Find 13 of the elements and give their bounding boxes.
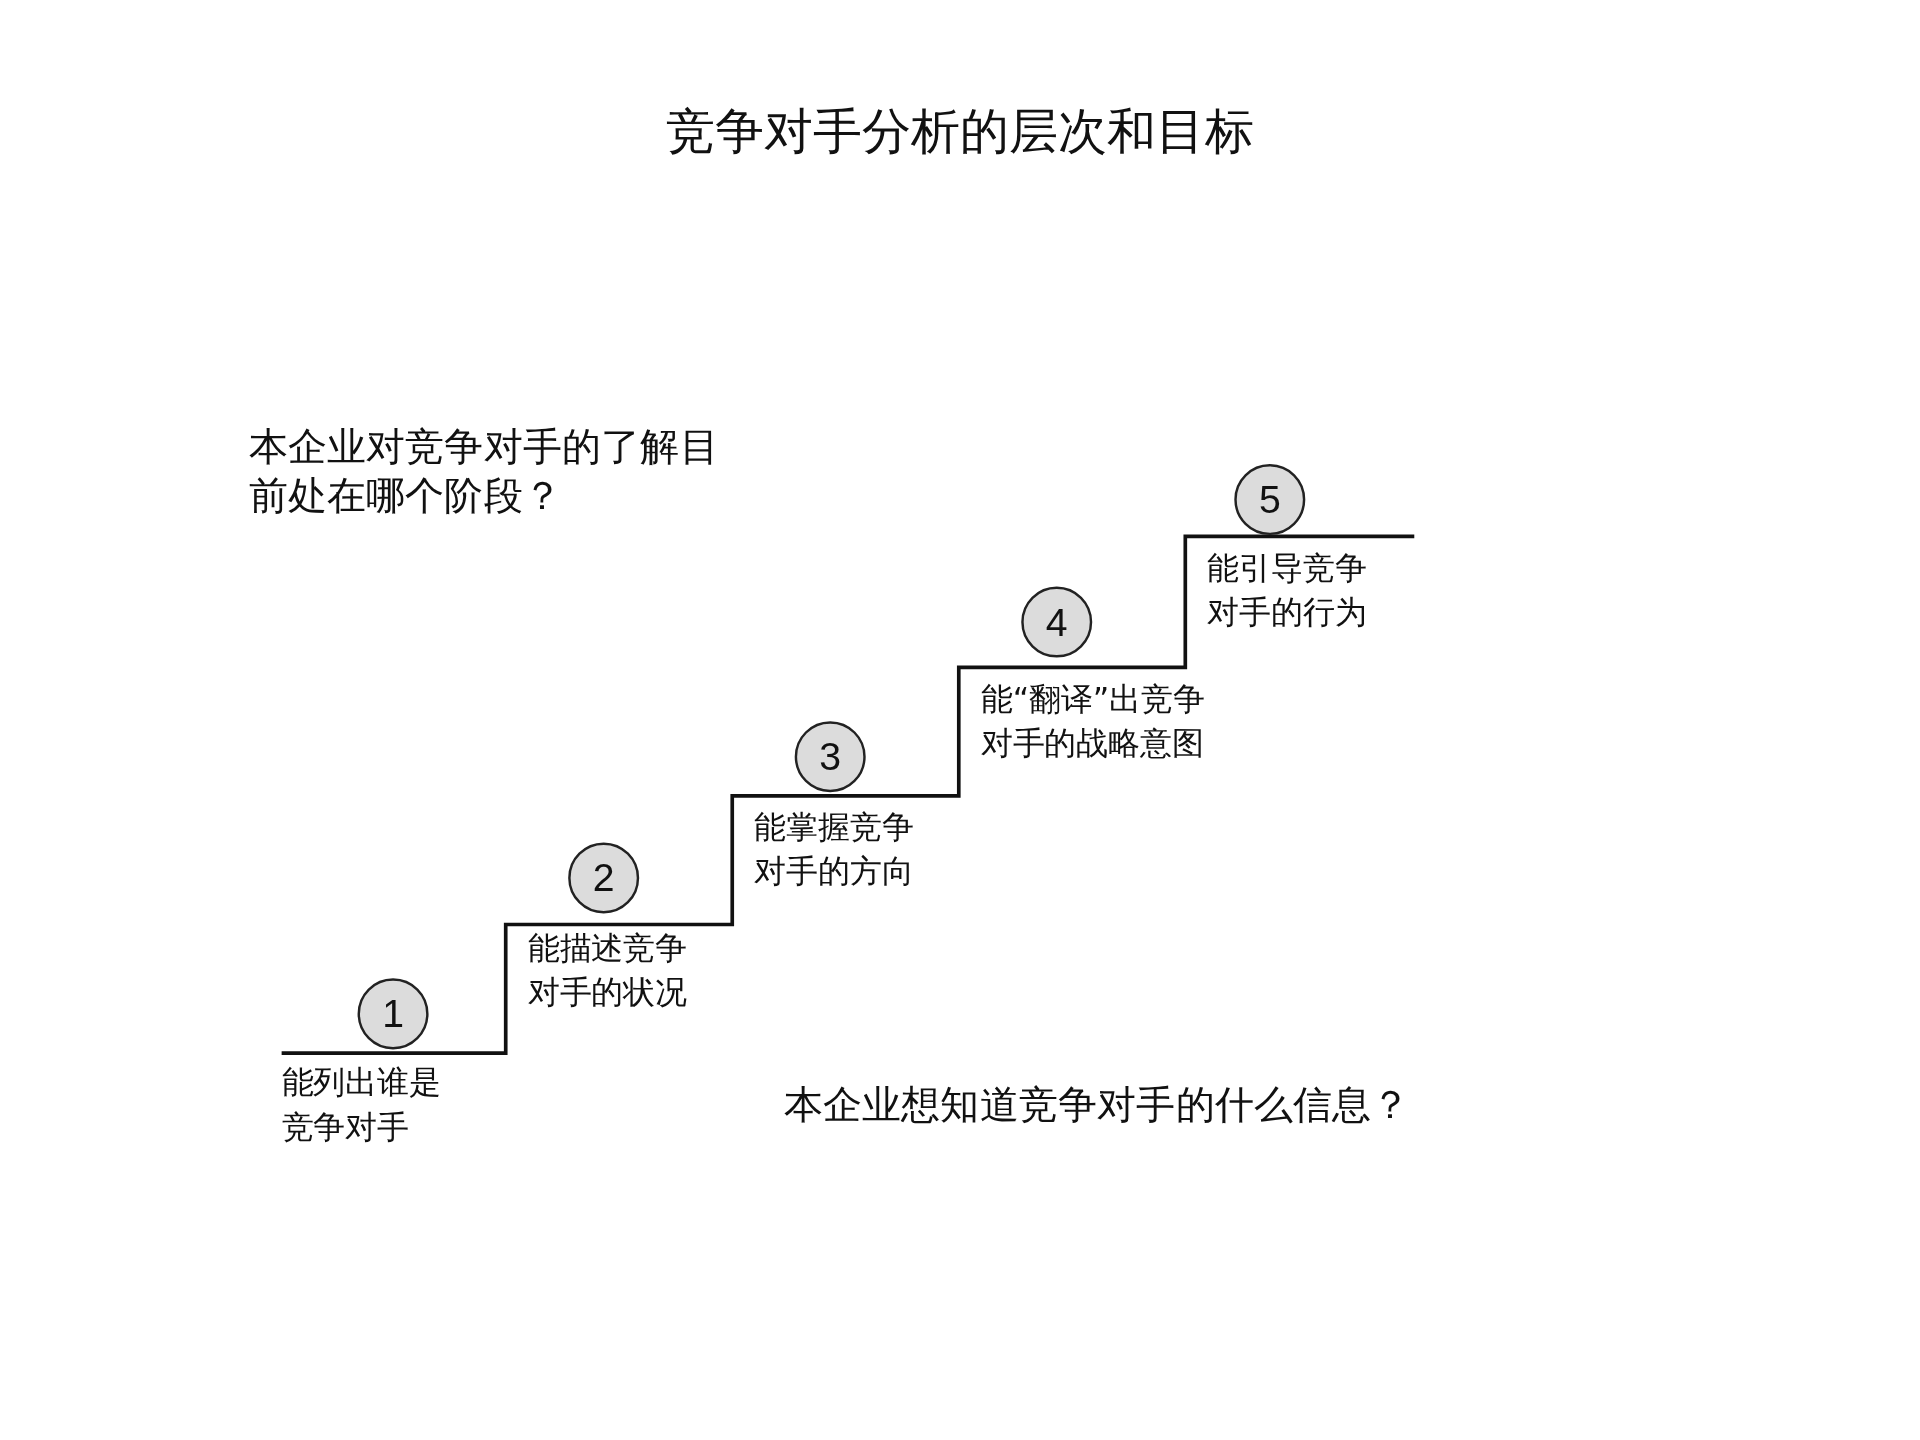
step-number-circle: 4 bbox=[1021, 586, 1093, 658]
step-caption: 能“翻译”出竞争对手的战略意图 bbox=[980, 679, 1206, 764]
step-number-circle: 3 bbox=[794, 721, 866, 793]
question-text: 本企业对竞争对手的了解目前处在哪个阶段？ bbox=[248, 422, 720, 521]
step-caption: 能描述竞争对手的状况 bbox=[527, 928, 688, 1013]
step-number-circle: 2 bbox=[568, 842, 640, 914]
step-caption: 能掌握竞争对手的方向 bbox=[754, 807, 915, 891]
step-number-circle: 1 bbox=[357, 978, 429, 1050]
question-text: 本企业想知道竞争对手的什么信息？ bbox=[783, 1080, 1411, 1129]
step-caption: 能列出谁是竞争对手 bbox=[281, 1063, 442, 1147]
step-number-circle: 5 bbox=[1234, 464, 1306, 536]
step-caption: 能引导竞争对手的行为 bbox=[1207, 548, 1368, 633]
title: 竞争对手分析的层次和目标 bbox=[665, 101, 1255, 162]
